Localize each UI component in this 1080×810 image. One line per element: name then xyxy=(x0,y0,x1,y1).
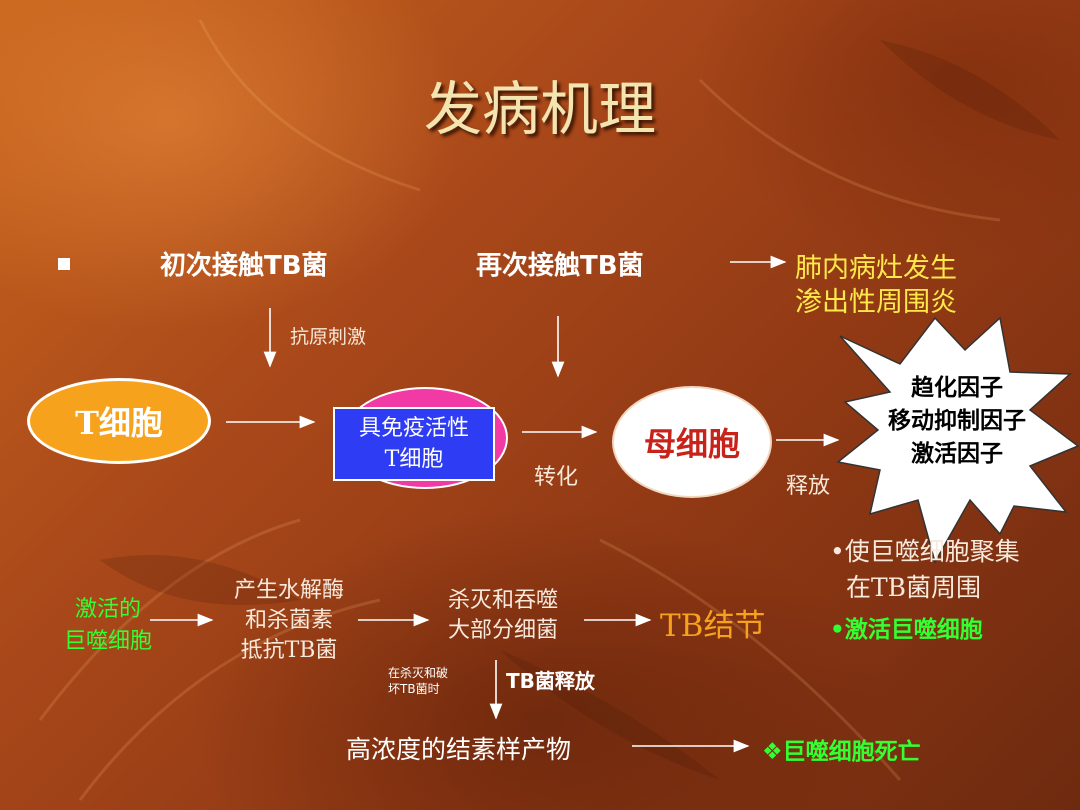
small-note-line1: 在杀灭和破 xyxy=(388,666,449,680)
immune-t-line1: 具免疫活性 xyxy=(358,416,469,441)
tb-release-label: TB菌释放 xyxy=(506,669,595,693)
small-kill-note: 在杀灭和破 坏TB菌时 xyxy=(388,665,474,697)
factors-starburst xyxy=(836,316,1080,564)
factor-chemotactic: 趋化因子 xyxy=(911,375,1003,401)
activate-macrophage-note: •激活巨噬细胞 xyxy=(830,617,983,643)
factor-activating: 激活因子 xyxy=(911,441,1003,467)
produce-enzymes-node: 产生水解酶 和杀菌素 抵抗TB菌 xyxy=(214,576,364,666)
kill-line2: 大部分细菌 xyxy=(447,618,558,643)
high-concentration-node: 高浓度的结素样产物 xyxy=(346,735,572,764)
activated-line1: 激活的 xyxy=(74,597,141,622)
tb-nodule-node: TB结节 xyxy=(660,608,766,644)
macrophage-gather-note: •使巨噬细胞聚集 在TB菌周围 xyxy=(830,534,1020,606)
second-contact-label: 再次接触TB菌 xyxy=(476,251,644,281)
t-cell-node: T细胞 xyxy=(27,378,211,464)
macrophage-death-node: ❖巨噬细胞死亡 xyxy=(762,739,921,765)
transform-label: 转化 xyxy=(534,465,579,490)
factors-list: 趋化因子 移动抑制因子 激活因子 xyxy=(862,372,1052,471)
factor-migration-inhibition: 移动抑制因子 xyxy=(888,408,1026,434)
release-label: 释放 xyxy=(786,474,831,499)
produce-line2: 和杀菌素 xyxy=(244,608,333,633)
bullet-square-icon xyxy=(58,258,70,270)
immune-t-cell-node: 具免疫活性 T细胞 xyxy=(333,407,495,481)
mother-cell-node: 母细胞 xyxy=(612,386,772,498)
activated-macrophage-node: 激活的 巨噬细胞 xyxy=(52,594,164,658)
page-title: 发病机理 xyxy=(423,75,656,143)
gather-note-line2: 在TB菌周围 xyxy=(846,573,982,602)
small-note-line2: 坏TB菌时 xyxy=(388,682,440,696)
kill-line1: 杀灭和吞噬 xyxy=(447,588,558,613)
first-contact-label: 初次接触TB菌 xyxy=(160,251,328,281)
antigen-stimulus-label: 抗原刺激 xyxy=(290,326,367,348)
activated-line2: 巨噬细胞 xyxy=(63,629,152,654)
result-line2: 渗出性周围炎 xyxy=(795,287,957,318)
immune-t-line2: T细胞 xyxy=(384,447,444,472)
kill-bacteria-node: 杀灭和吞噬 大部分细菌 xyxy=(428,586,578,646)
gather-note-line1: •使巨噬细胞聚集 xyxy=(830,537,1020,566)
produce-line1: 产生水解酶 xyxy=(233,578,344,603)
produce-line3: 抵抗TB菌 xyxy=(240,638,338,663)
result-line1: 肺内病灶发生 xyxy=(795,253,957,284)
